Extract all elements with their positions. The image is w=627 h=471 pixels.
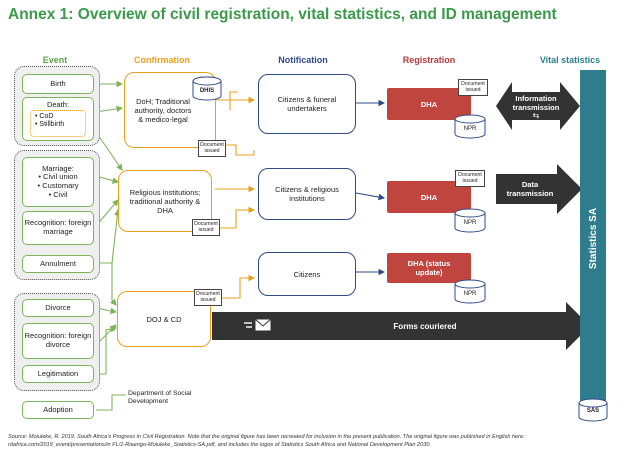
death-sub-stillbirth: • Stillbirth [35,121,65,129]
document-issued-religious: Document issued [192,219,220,236]
npr-label-3: NPR [463,291,477,297]
sas-label: SAS [586,408,600,414]
death-sub-cod: • CoD [35,113,54,120]
event-adoption-label: Adoption [43,404,73,414]
forms-couriered-label: Forms couriered [393,322,457,331]
event-marriage: Marriage: • Civil union • Customary • Ci… [22,157,94,207]
event-marriage-label: Marriage: [42,163,74,173]
document-issued-doj: Document issued [194,289,222,306]
event-birth-label: Birth [50,78,66,88]
notification-citizens-funeral-label: Citizens & funeral undertakers [277,95,337,113]
confirmation-doh-label: DoH; Traditional authority, doctors & me… [134,96,192,124]
dhis-database-icon [192,76,222,101]
document-issued-dha-1: Document issued [458,79,488,96]
information-transmission-arrow [496,82,580,130]
registration-dha-status: DHA (status update) [387,253,471,283]
source-note: Source: Moiuleke, R. 2019. South Africa'… [8,434,525,448]
event-legitimation: Legitimation [22,365,94,383]
column-header-confirmation: Confirmation [134,55,190,65]
event-divorce: Divorce [22,299,94,317]
sas-database-icon [578,398,608,422]
marriage-sub-customary: • Customary [37,181,79,190]
notification-citizens-funeral: Citizens & funeral undertakers [258,74,356,134]
courier-envelope-icon [244,317,274,335]
npr-database-icon-1 [454,114,486,139]
event-recognition-foreign-marriage: Recognition: foreign marriage [22,211,94,245]
event-annulment: Annulment [22,255,94,273]
column-header-registration: Registration [402,55,456,65]
column-header-vital-statistics: Vital statistics [539,55,601,65]
event-death-subtypes: • CoD • Stillbirth [30,110,86,137]
statistics-sa-label: Statistics SA [588,207,600,269]
event-recognition-foreign-divorce-label: Recognition: foreign divorce [24,331,92,349]
event-divorce-label: Divorce [45,302,71,312]
registration-dha-status-label: DHA (status update) [407,259,451,277]
event-adoption: Adoption [22,401,94,419]
swap-arrows-icon: ⇆ [532,111,540,120]
statistics-sa-label-wrap: Statistics SA [544,207,627,268]
event-annulment-label: Annulment [40,258,76,268]
event-legitimation-label: Legitimation [37,368,79,378]
event-death-label: Death: [46,100,70,109]
event-birth: Birth [22,74,94,94]
marriage-sub-civil: • Civil [48,189,68,199]
information-transmission-label: Information transmission [512,94,560,112]
npr-label-1: NPR [463,126,477,132]
event-recognition-foreign-divorce: Recognition: foreign divorce [22,323,94,359]
npr-label-2: NPR [463,220,477,226]
notification-citizens-label: Citizens [293,269,321,279]
npr-database-icon-3 [454,279,486,304]
confirmation-religious-label: Religious institutions; traditional auth… [129,187,201,215]
confirmation-doj-label: DOJ & CD [146,314,182,324]
data-transmission-label: Data transmission [506,180,554,198]
notification-citizens-religious: Citizens & religious institutions [258,168,356,220]
forms-couriered-arrow [212,302,590,350]
registration-dha-1: DHA [387,88,471,120]
data-transmission-arrow [496,164,582,214]
npr-database-icon-2 [454,208,486,233]
notification-citizens-religious-label: Citizens & religious institutions [275,185,339,203]
information-transmission-arrows-icon: ⇆ [516,112,556,122]
dhis-label: DHIS [199,88,215,94]
document-issued-dha-2: Document issued [455,170,485,187]
document-issued-doh: Document issued [198,140,226,157]
column-header-event: Event [42,55,68,65]
page-title: Annex 1: Overview of civil registration,… [8,6,557,23]
column-header-notification: Notification [278,55,328,65]
confirmation-doh: DoH; Traditional authority, doctors & me… [124,72,216,148]
event-recognition-foreign-marriage-label: Recognition: foreign marriage [24,218,92,236]
notification-citizens: Citizens [258,252,356,296]
department-social-development: Department of Social Development [128,390,192,406]
marriage-sub-civil-union: • Civil union [38,172,78,182]
statistics-sa-bar [580,70,606,408]
